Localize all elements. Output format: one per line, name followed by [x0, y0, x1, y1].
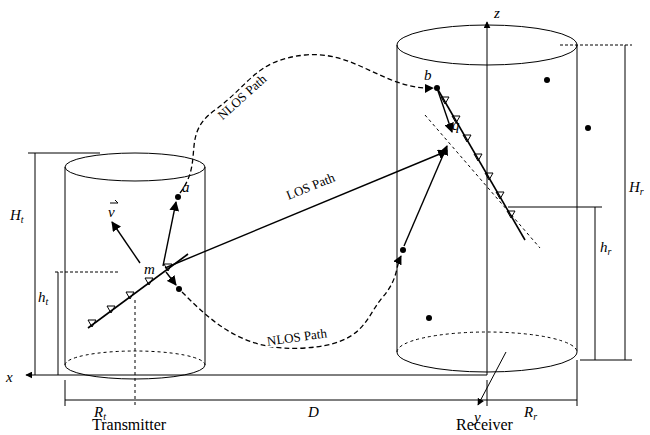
ray	[437, 88, 452, 132]
axis-label: z	[494, 6, 500, 21]
antenna-element	[474, 154, 482, 161]
caption-label: Transmitter	[92, 417, 166, 433]
ray	[404, 146, 447, 246]
dimension-tick	[580, 360, 632, 361]
tx-cylinder-side	[205, 167, 206, 365]
point-label: b	[424, 68, 432, 83]
dimension-tick	[487, 380, 488, 406]
dimension-line	[595, 207, 596, 360]
dimension-tick	[577, 360, 578, 406]
dimension-tick	[28, 153, 100, 154]
scatterer	[176, 286, 182, 292]
path-label: NLOS Path	[264, 326, 329, 348]
ray	[163, 202, 176, 266]
axis-label: x	[6, 370, 13, 385]
scatterer	[426, 315, 432, 321]
antenna-element	[107, 306, 115, 313]
vector-label: v	[108, 205, 115, 220]
dimension-label: Hr	[629, 180, 644, 197]
nlos-path	[180, 55, 433, 193]
dimension-label: ht	[38, 290, 48, 307]
caption-label: Receiver	[456, 417, 513, 433]
vector-bar	[110, 203, 118, 204]
dimension-line	[65, 400, 577, 401]
point-label: m	[144, 262, 155, 277]
dimension-tick	[560, 45, 632, 46]
point-label: a	[182, 180, 190, 195]
antenna-element	[441, 97, 449, 104]
rx-cylinder-side	[397, 45, 398, 352]
z-axis	[487, 22, 488, 375]
scatterer	[175, 194, 181, 200]
velocity-vector	[112, 222, 140, 263]
dimension-tick	[508, 207, 602, 208]
vector-bar	[115, 200, 118, 203]
dimension-label: Rr	[522, 405, 539, 422]
antenna-element	[88, 320, 96, 327]
dimension-line	[35, 153, 36, 375]
dimension-line	[625, 45, 626, 360]
dimension-label: hr	[600, 240, 611, 257]
dimension-line	[58, 272, 59, 375]
antenna-element	[126, 292, 134, 299]
scatterer	[585, 125, 591, 131]
tx-cylinder-top	[65, 153, 205, 181]
antenna-element	[507, 211, 515, 218]
antenna-element	[485, 173, 493, 180]
path-label: NLOS Path	[214, 71, 270, 124]
rx-cylinder-side	[577, 45, 578, 352]
scatterer	[434, 85, 440, 91]
dimension-label: D	[306, 405, 321, 420]
antenna-element	[463, 135, 471, 142]
antenna-element	[145, 278, 153, 285]
nlos-path	[182, 256, 401, 348]
rx-array-axis	[425, 115, 540, 248]
rx-antenna-array	[437, 88, 525, 240]
ray	[166, 272, 176, 285]
dimension-label: Ht	[10, 208, 24, 225]
scatterer	[400, 247, 406, 253]
scatterer	[544, 77, 550, 83]
path-label: LOS Path	[283, 170, 339, 203]
x-axis	[26, 375, 487, 376]
dimension-tick	[65, 380, 66, 406]
dimension-tick	[135, 300, 136, 406]
tx-cylinder-side	[65, 167, 66, 365]
dimension-tick	[55, 272, 118, 273]
antenna-element	[496, 192, 504, 199]
y-axis	[478, 352, 506, 405]
antenna-element	[164, 264, 172, 271]
los-path	[165, 151, 447, 268]
point-label: q	[452, 118, 460, 133]
